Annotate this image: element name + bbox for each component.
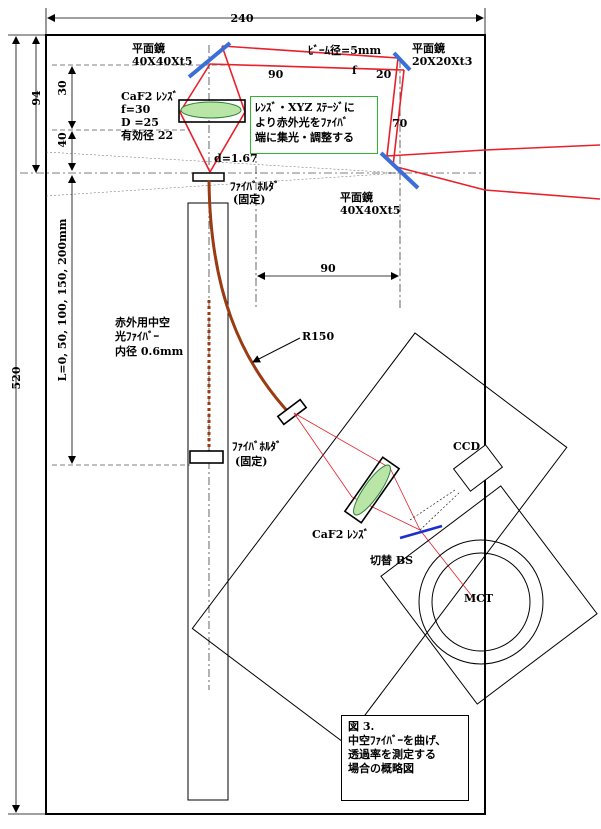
mct-detector <box>431 552 531 652</box>
holder1-label-1: ﾌｧｲﾊﾞﾎﾙﾀﾞ <box>230 179 280 193</box>
dim-height-text: 520 <box>10 366 23 389</box>
d-label: d=1.67 <box>214 152 258 165</box>
caption-line-2: 中空ﾌｧｲﾊﾞｰを曲げ、 <box>348 734 447 747</box>
lens2-label: CaF2 ﾚﾝｽﾞ <box>312 527 369 541</box>
lens-label-3: D =25 <box>121 116 159 129</box>
note-line-1: ﾚﾝｽﾞ・XYZ ｽﾃｰｼﾞに <box>255 101 355 114</box>
lens-holder-1 <box>178 99 246 123</box>
ccd-box <box>452 444 504 492</box>
mirror-2 <box>392 51 412 72</box>
note-line-2: より赤外光をﾌｧｲﾊﾞ <box>255 116 349 129</box>
mirror2-label-2: 20X20Xt3 <box>412 55 472 68</box>
holder2-label-2: (固定) <box>235 454 267 468</box>
mct-label: MCT <box>464 592 494 605</box>
dim-90-mid-text: 90 <box>320 262 336 275</box>
fiber-tube <box>187 202 229 801</box>
mirror3-label-1: 平面鏡 <box>340 190 373 204</box>
caption-line-4: 場合の概略図 <box>348 762 414 775</box>
bs-label: 切替 BS <box>370 553 413 567</box>
mirror1-label-2: 40X40Xt5 <box>132 55 192 68</box>
note-line-3: 端に集光・調整する <box>255 131 354 144</box>
lens-holder-2 <box>343 456 401 524</box>
figure-caption: 図 3. 中空ﾌｧｲﾊﾞｰを曲げ、 透過率を測定する 場合の概略図 <box>341 715 469 801</box>
mct-housing <box>380 485 598 705</box>
mirror2-label-1: 平面鏡 <box>412 41 445 55</box>
mct-outer-ring <box>418 539 544 665</box>
fiber-label-3: 内径 0.6mm <box>115 344 184 358</box>
holder1-label-2: (固定) <box>233 192 265 206</box>
measurement-stage <box>191 332 568 744</box>
lens-label-4: 有効径 22 <box>121 128 173 142</box>
holder2-label-1: ﾌｧｲﾊﾞﾎﾙﾀﾞ <box>232 439 282 453</box>
caption-line-1: 図 3. <box>348 720 375 733</box>
beam-label: ﾋﾞｰﾑ径=5mm <box>308 43 382 57</box>
dim-40-text: 40 <box>56 132 69 148</box>
fiber-holder-3 <box>276 398 308 426</box>
dim-30-text: 30 <box>56 80 69 96</box>
ccd-label: CCD <box>453 440 481 453</box>
dim-70-text: 70 <box>392 117 408 130</box>
mirror3-label-2: 40X40Xt5 <box>340 204 400 217</box>
dim-width-text: 240 <box>231 12 254 25</box>
fiber-holder-1 <box>192 172 225 182</box>
dim-L-text: L=0, 50, 100, 150, 200mm <box>56 218 69 381</box>
lens-label-2: f=30 <box>121 103 151 116</box>
dim-94-text: 94 <box>30 90 43 106</box>
alignment-note: ﾚﾝｽﾞ・XYZ ｽﾃｰｼﾞに より赤外光をﾌｧｲﾊﾞ 端に集光・調整する <box>250 96 378 154</box>
lens-label-1: CaF2 ﾚﾝｽﾞ <box>121 89 178 103</box>
mirror1-label-1: 平面鏡 <box>132 41 165 55</box>
radius-label: R150 <box>302 330 334 343</box>
dim-20-text: 20 <box>376 68 392 81</box>
lens-1 <box>180 101 242 119</box>
stage-beam <box>293 412 476 601</box>
mirror-3 <box>379 151 420 190</box>
f-text: f <box>352 64 358 77</box>
fiber-label-1: 赤外用中空 <box>115 315 170 329</box>
fiber-holder-2 <box>189 450 224 464</box>
beam-splitter <box>399 524 443 540</box>
bent-fiber <box>207 179 292 416</box>
fiber-label-2: 光ﾌｧｲﾊﾞｰ <box>114 329 159 343</box>
caption-line-3: 透過率を測定する <box>348 748 436 761</box>
mirror-1 <box>187 41 232 79</box>
base-plate <box>45 34 486 815</box>
dim-90-top-text: 90 <box>268 68 284 81</box>
